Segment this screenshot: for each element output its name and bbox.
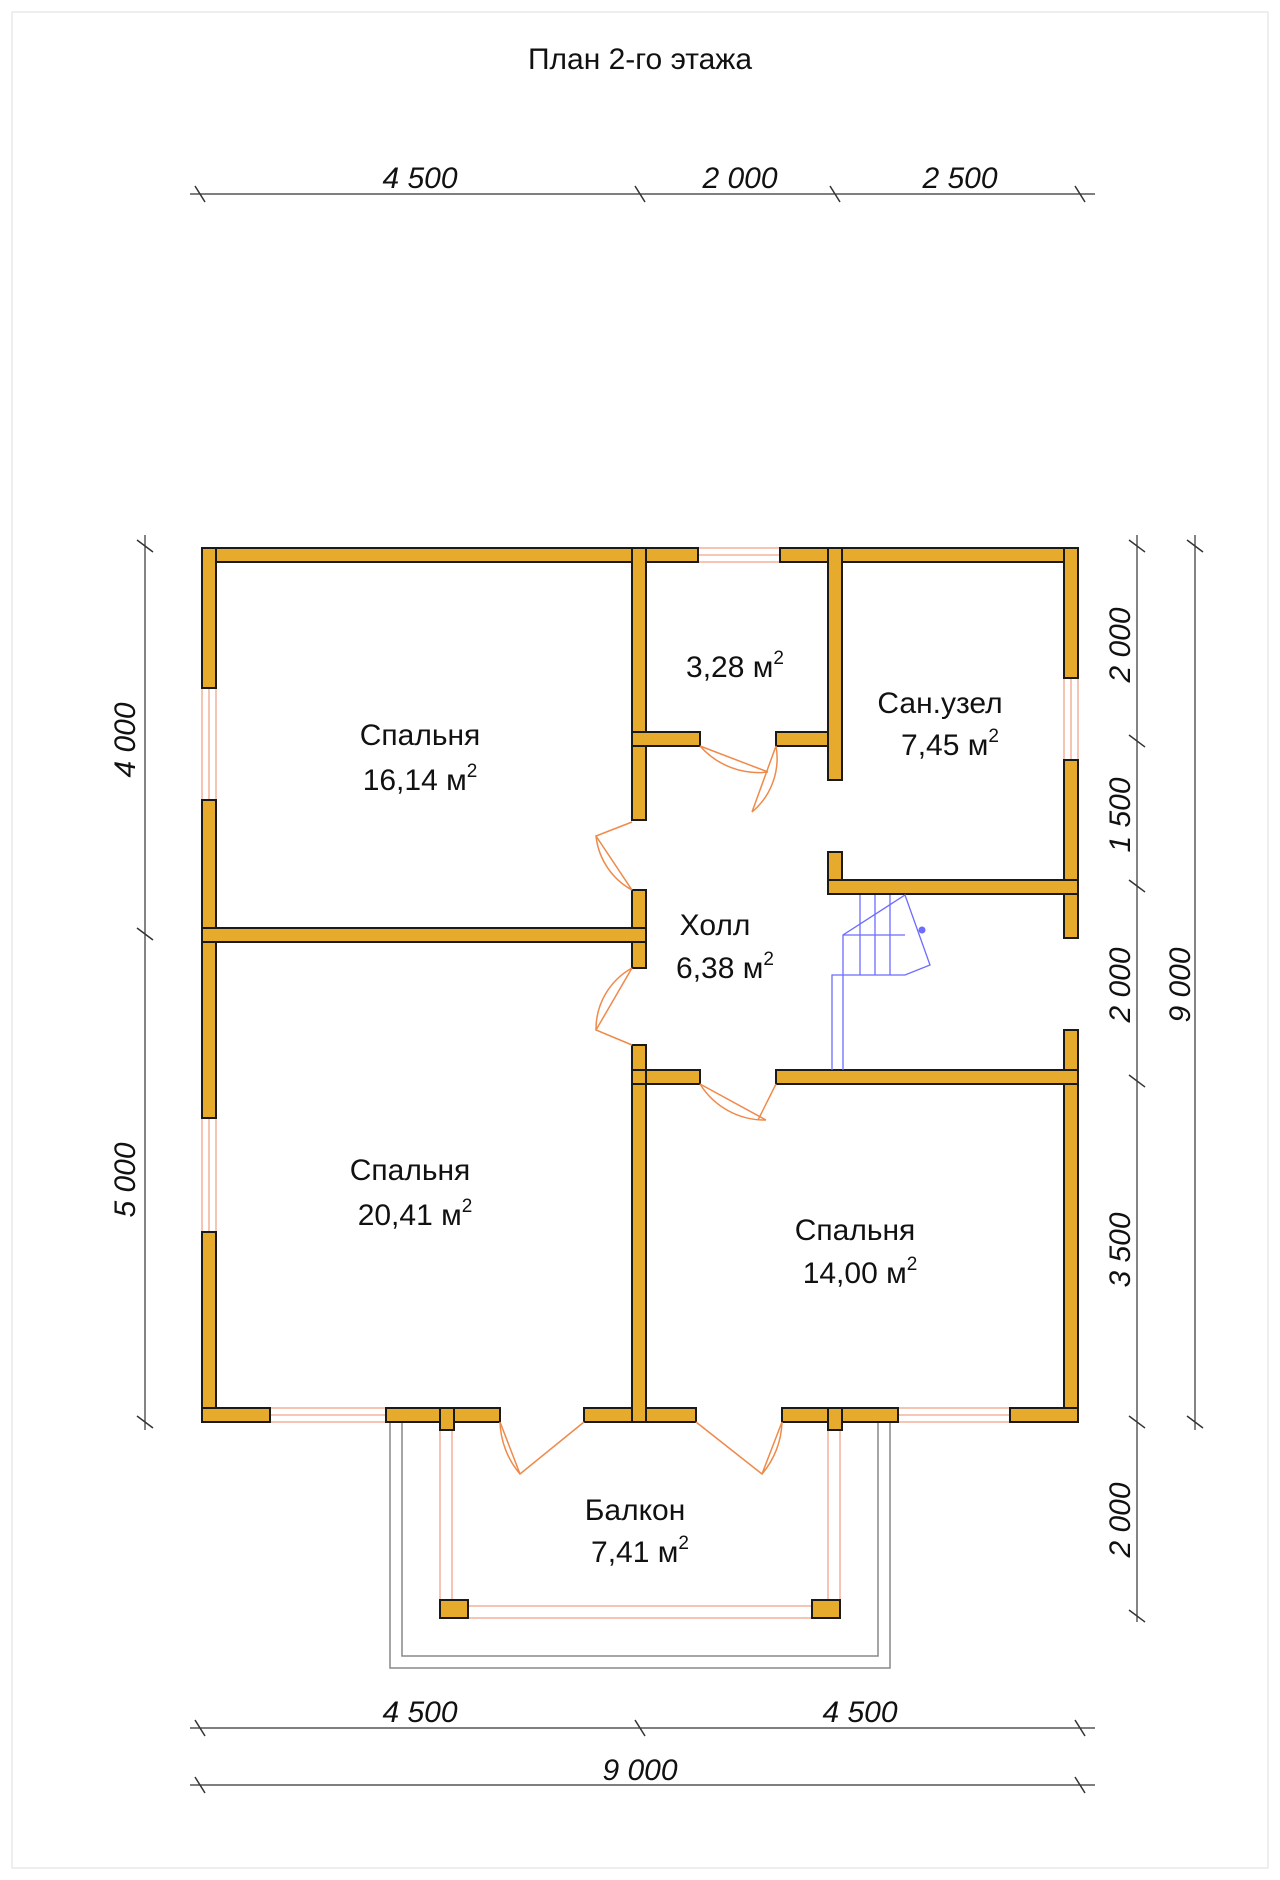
room-area-balcony: 7,41 м2: [591, 1533, 689, 1569]
doors: [499, 745, 783, 1476]
dim-right-1: 2 000: [1104, 607, 1137, 683]
left-dimension-chain: 4 000 5 000: [109, 535, 154, 1430]
dim-bottom-2: 4 500: [822, 1696, 897, 1729]
room-labels: Спальня 16,14 м2 3,28 м2 Сан.узел 7,45 м…: [350, 648, 1003, 1569]
room-name-bedroom-top-left: Спальня: [360, 719, 481, 752]
windows: [201, 547, 1079, 1619]
dim-right-2: 1 500: [1104, 777, 1137, 852]
room-name-balcony: Балкон: [585, 1494, 686, 1527]
dim-top-2: 2 000: [701, 162, 777, 195]
room-area-bedroom-bottom-right: 14,00 м2: [803, 1254, 918, 1290]
dim-left-2: 5 000: [109, 1142, 142, 1217]
dim-right-4: 3 500: [1104, 1212, 1137, 1287]
dim-top-3: 2 500: [921, 162, 997, 195]
page-frame: [11, 11, 1269, 1869]
bottom-dimension-chain: 4 500 4 500 9 000: [190, 1696, 1095, 1794]
balcony-window-right: [827, 1429, 841, 1603]
room-area-bedroom-top-left: 16,14 м2: [363, 761, 478, 797]
walls: [201, 547, 1079, 1619]
balcony-railing: [389, 1418, 891, 1669]
room-area-hall: 6,38 м2: [676, 949, 774, 985]
dim-bottom-total: 9 000: [602, 1754, 677, 1787]
room-name-bedroom-bottom-right: Спальня: [795, 1214, 916, 1247]
dim-right-total: 9 000: [1164, 947, 1197, 1022]
top-dimension-chain: 4 500 2 000 2 500: [190, 162, 1095, 203]
balcony-railing-inner: [401, 1418, 879, 1657]
dim-bottom-1: 4 500: [382, 1696, 457, 1729]
room-area-bedroom-bottom-left: 20,41 м2: [358, 1196, 473, 1232]
room-area-bathroom: 7,45 м2: [901, 726, 999, 762]
room-area-storage: 3,28 м2: [686, 648, 784, 684]
right-dimension-chain: 2 000 1 500 2 000 3 500 2 000 9 000: [1104, 535, 1204, 1623]
staircase: [831, 894, 931, 1070]
room-name-bedroom-bottom-left: Спальня: [350, 1154, 471, 1187]
stair-direction-dot: [918, 926, 926, 934]
dim-right-5: 2 000: [1104, 1482, 1137, 1558]
dim-top-1: 4 500: [382, 162, 457, 195]
room-name-bathroom: Сан.узел: [877, 687, 1002, 720]
dim-left-1: 4 000: [109, 702, 142, 777]
plan-title: План 2-го этажа: [528, 43, 752, 76]
balcony-window-left: [439, 1429, 453, 1603]
room-name-hall: Холл: [680, 909, 751, 942]
dim-right-3: 2 000: [1104, 947, 1137, 1023]
balcony-window-bottom: [467, 1605, 813, 1619]
